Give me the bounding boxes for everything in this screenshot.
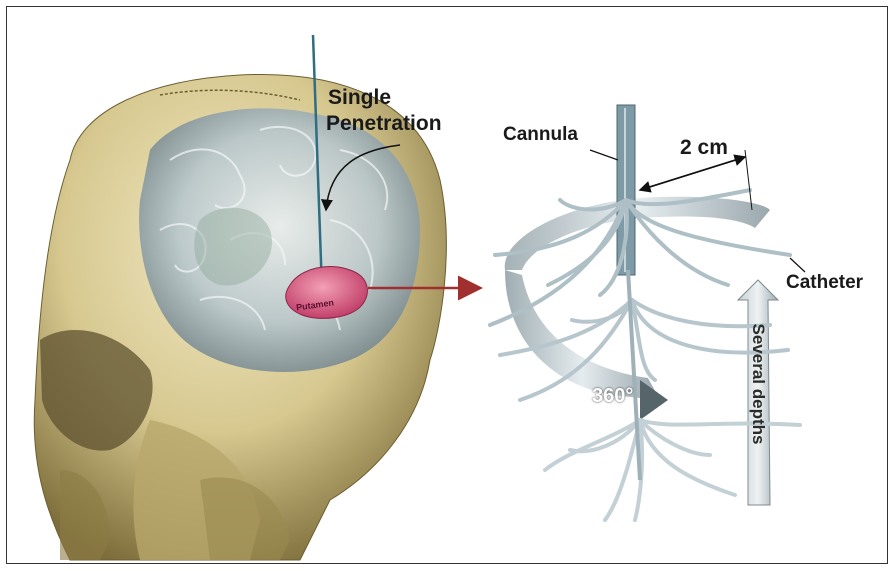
depths-label: Several depths (748, 314, 768, 454)
cannula-label: Cannula (503, 124, 578, 146)
rotation-arrowhead (640, 380, 668, 420)
brain-illustration (139, 108, 420, 372)
catheter-pointer (790, 258, 805, 272)
rotation-ribbon-top (505, 197, 770, 270)
distance-tick (745, 150, 752, 210)
single-label: Single (328, 86, 391, 110)
penetration-label: Penetration (326, 112, 442, 136)
catheter-label: Catheter (786, 272, 863, 294)
distance-label: 2 cm (680, 136, 728, 160)
rotation-label: 360° (592, 385, 633, 408)
cannula-pointer (590, 150, 618, 160)
catheter-diagram (490, 105, 805, 520)
